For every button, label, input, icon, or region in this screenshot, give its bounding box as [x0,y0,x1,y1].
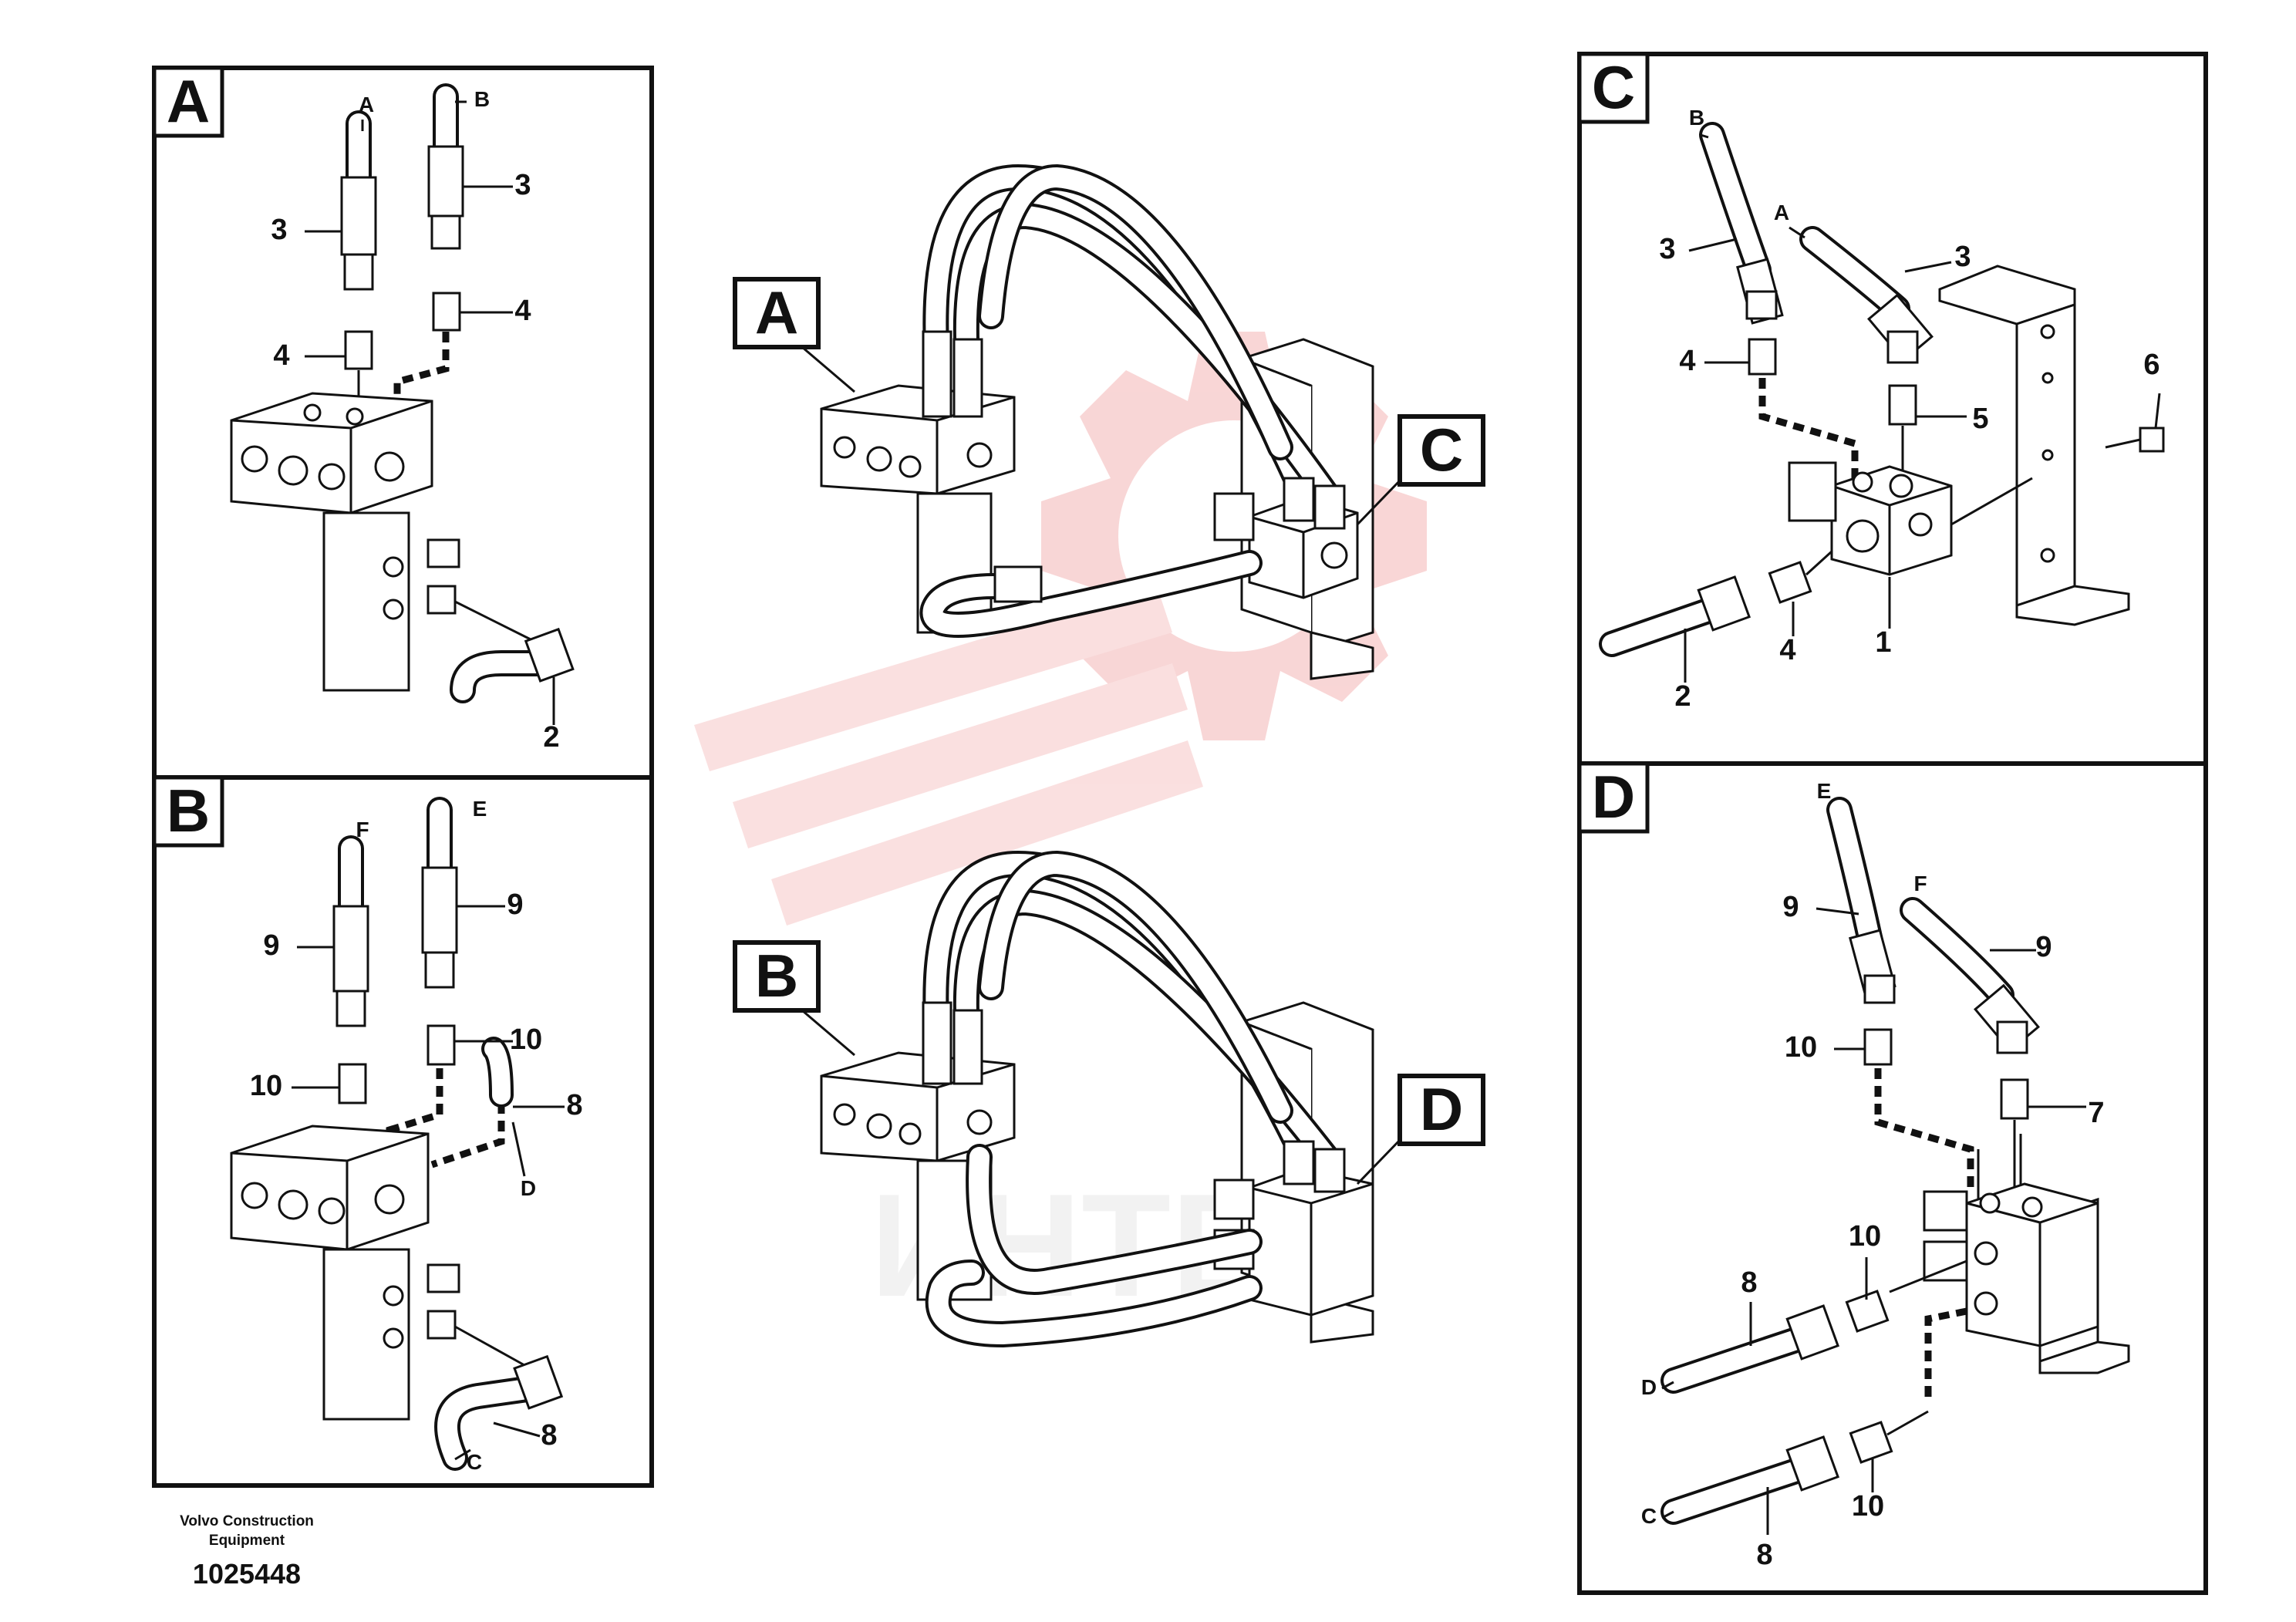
panel-d-hose-e [1826,797,1896,1066]
panel-a-label-4: 4 [514,295,531,327]
panel-b-hose-right [421,797,458,1066]
panel-b-hose-left [332,835,369,1104]
panel-c-title-box [1577,52,1650,124]
svg-text:A: A [755,278,798,346]
panel-d-label-8: 8 [1756,1539,1772,1571]
panel-a-title-box [152,66,224,138]
panel-d-label-10: 10 [1785,1031,1817,1064]
center-top-lower-hose [919,550,1263,638]
svg-text:B: B [755,942,798,1010]
center-assembly-top [801,164,1404,680]
panel-a-leaders [305,100,555,725]
panel-c-bracket [1938,265,2130,626]
manufacturer-line-2: Equipment [208,1533,285,1549]
center-bottom-lower-hoses [925,1144,1263,1348]
center-top-hoses [922,164,1340,507]
panel-b: B [152,775,654,1488]
callout-d: D [1397,1074,1485,1146]
panel-c-hose-2 [1599,561,1812,657]
panel-d: D [1577,761,2208,1595]
panel-b-label-8: 8 [566,1089,582,1121]
panel-b-label-f: F [356,818,369,841]
panel-a-hose-left [340,110,377,291]
panel-a-label-3: 3 [514,169,531,201]
panel-d-label-9: 9 [1782,891,1799,923]
panel-d-label-7: 7 [2088,1097,2104,1129]
panel-d-label-c: C [1641,1504,1657,1528]
panel-a-hose-right [427,83,464,250]
panel-c-label-b: B [1689,106,1704,130]
panel-c-label-1: 1 [1875,626,1891,659]
panel-d-hose-8-bottom [1660,1421,1893,1525]
panel-d-label-9: 9 [2035,931,2052,963]
panel-b-valve-block [230,1125,460,1421]
panel-a-label-b: B [474,87,490,111]
panel-a-hose-2 [450,627,575,703]
panel-c-label-a: A [1774,201,1789,224]
svg-text:C: C [1420,416,1463,484]
panel-c-leaders [1684,133,2161,683]
panel-d-leaders [1661,907,2086,1535]
panel-d-label-e: E [1817,779,1832,803]
panel-a-label-2: 2 [543,721,559,754]
panel-c-label-2: 2 [1674,680,1691,713]
document-number: 1025448 [192,1558,302,1590]
panel-c-title: C [1592,53,1635,121]
panel-d-hose-8-top [1660,1290,1890,1394]
panel-c-bolt-6 [2105,427,2165,453]
panel-c-hose-b [1699,122,1784,376]
panel-b-label-10: 10 [510,1023,542,1056]
panel-d-valve [1923,1182,2099,1347]
panel-b-title: B [167,777,210,845]
callout-a: A [733,277,821,349]
panel-d-label-f: F [1913,872,1927,895]
panel-b-label-c: C [467,1450,482,1474]
panel-a-title: A [167,67,210,135]
center-bottom-hoses [922,850,1340,1170]
panel-d-hose-f [1900,897,2040,1120]
panel-b-label-e: E [473,797,487,821]
callout-b: B [733,940,821,1013]
panel-b-label-9: 9 [263,929,279,962]
panel-c-label-4: 4 [1679,345,1695,377]
panel-b-title-box [152,775,224,848]
panel-b-hose-8-bottom [434,1354,564,1471]
panel-d-label-10: 10 [1852,1490,1884,1523]
panel-c-hose-a [1799,226,1934,426]
panel-c-label-4: 4 [1779,634,1795,666]
panel-b-label-10: 10 [250,1070,282,1102]
panel-c-label-3: 3 [1659,233,1675,265]
panel-b-label-8: 8 [541,1419,557,1452]
footer: Volvo Construction Equipment 1025448 [158,1512,335,1590]
panel-a-label-4: 4 [273,339,289,372]
panel-d-title-box [1577,761,1650,834]
panel-a-label-a: A [359,93,374,116]
panel-c-label-6: 6 [2143,349,2159,381]
callout-c: C [1397,414,1485,487]
panel-d-label-d: D [1641,1375,1657,1399]
manufacturer-line-1: Volvo Construction [180,1513,314,1529]
svg-text:D: D [1420,1075,1463,1143]
panel-a-adapters [344,292,461,370]
panel-c: C [1577,52,2208,766]
panel-d-title: D [1592,763,1635,831]
panel-d-label-10: 10 [1849,1220,1881,1253]
watermark-stripes [694,586,1203,926]
center-assembly-bottom [801,850,1404,1348]
panel-c-label-3: 3 [1954,241,1971,273]
panel-b-label-9: 9 [507,889,523,921]
panel-a-label-3: 3 [271,214,287,246]
panel-c-valve-1 [1788,461,1953,576]
panel-c-label-5: 5 [1972,403,1988,435]
panel-a-valve-block [230,392,460,692]
panel-b-label-d: D [521,1176,536,1200]
panel-d-label-8: 8 [1741,1266,1757,1299]
center-top-valve-c [1213,477,1359,599]
panel-b-leaders [292,905,565,1461]
panel-b-hose-8-top [481,1037,514,1108]
panel-a: A [152,66,654,780]
